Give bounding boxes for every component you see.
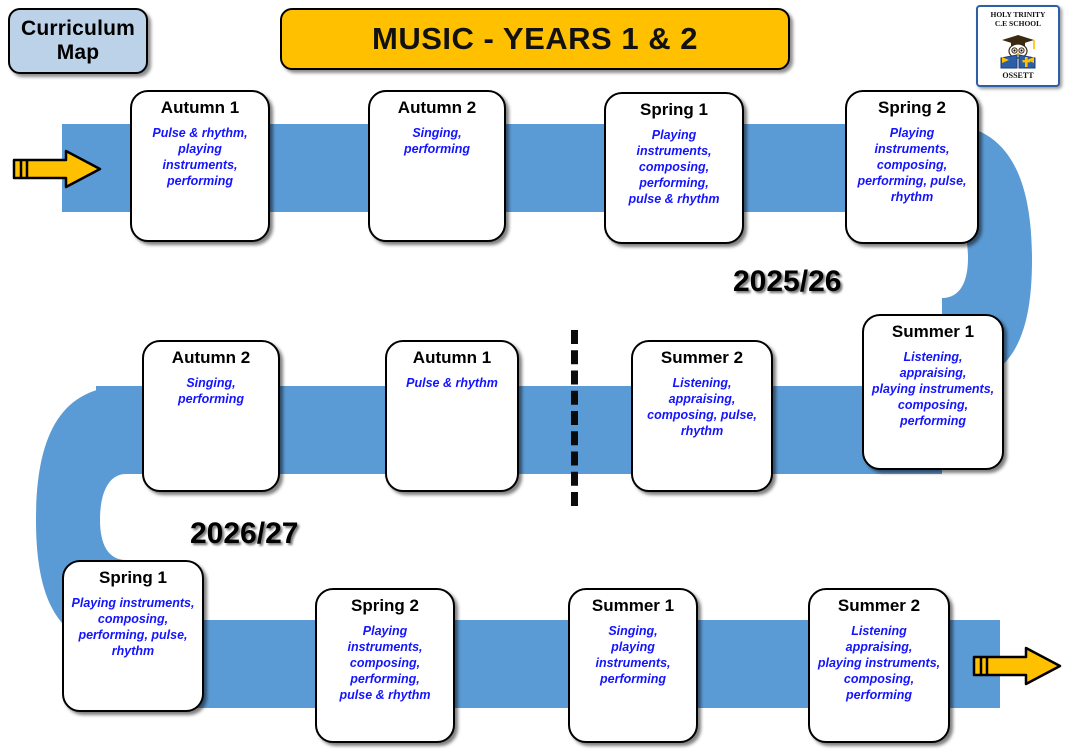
term-body: Singing,performing (178, 376, 244, 406)
term-body: Pulse & rhythm (406, 376, 498, 390)
term-title: Spring 1 (98, 568, 167, 587)
term-card-r3c3[interactable]: Summer 1 Singing,playing instruments,per… (568, 588, 698, 743)
term-body: Singing,playing instruments,performing (595, 624, 671, 686)
term-card-r2c3[interactable]: Summer 2 Listening,appraising,composing,… (631, 340, 773, 492)
start-arrow (12, 149, 102, 189)
term-card-r2c2[interactable]: Autumn 1 Pulse & rhythm (385, 340, 519, 492)
term-body: Listening,appraising,playing instruments… (871, 350, 995, 428)
term-title: Spring 2 (877, 98, 946, 117)
logo-line2: C.E SCHOOL (994, 18, 1042, 28)
term-card-r1c3[interactable]: Spring 1 Playing instruments,composing,p… (604, 92, 744, 244)
term-title: Spring 1 (639, 100, 708, 119)
curriculum-map-line2: Map (56, 41, 100, 64)
term-card-r1c1[interactable]: Autumn 1 Pulse & rhythm,playing instrume… (130, 90, 270, 242)
term-title: Autumn 2 (171, 348, 251, 367)
logo-line3: OSSETT (1002, 71, 1034, 80)
curriculum-map-badge: Curriculum Map (8, 8, 148, 74)
term-card-r3c4[interactable]: Summer 2 Listening appraising,playing in… (808, 588, 950, 743)
term-body: Playing instruments,composing,performing… (71, 596, 195, 658)
year-divider (571, 330, 578, 506)
term-body: Listening,appraising,composing, pulse,rh… (647, 376, 757, 438)
term-title: Summer 1 (891, 322, 975, 341)
end-arrow (972, 646, 1062, 686)
term-body: Playing instruments,composing,performing… (628, 128, 720, 206)
term-card-r3c2[interactable]: Spring 2 Playing instruments,composing,p… (315, 588, 455, 743)
year-label-2025-26: 2025/26 (733, 265, 842, 298)
term-title: Summer 2 (837, 596, 921, 615)
curriculum-map-line1: Curriculum (20, 17, 135, 40)
year-label-2026-27: 2026/27 (190, 517, 299, 550)
term-title: Summer 2 (660, 348, 744, 367)
term-body: Playing instruments,composing,performing… (339, 624, 431, 702)
logo-line1: HOLY TRINITY (990, 10, 1046, 19)
term-body: Singing,performing (404, 126, 470, 156)
term-body: Playing instruments,composing,performing… (857, 126, 967, 204)
owl-graduate-with-book-icon (1000, 35, 1036, 69)
term-body: Listening appraising,playing instruments… (817, 624, 941, 702)
term-card-r1c2[interactable]: Autumn 2 Singing,performing (368, 90, 506, 242)
term-card-r3c1[interactable]: Spring 1 Playing instruments,composing,p… (62, 560, 204, 712)
term-card-r2c1[interactable]: Autumn 2 Singing,performing (142, 340, 280, 492)
school-logo: HOLY TRINITY C.E SCHOOL OSSETT (976, 5, 1060, 87)
term-title: Autumn 2 (397, 98, 477, 117)
term-title: Summer 1 (591, 596, 675, 615)
term-body: Pulse & rhythm,playing instruments,perfo… (152, 126, 248, 188)
page-title: MUSIC - YEARS 1 & 2 (280, 8, 790, 70)
term-title: Autumn 1 (412, 348, 492, 367)
term-title: Spring 2 (350, 596, 419, 615)
term-card-r1c4[interactable]: Spring 2 Playing instruments,composing,p… (845, 90, 979, 244)
term-card-r2c4[interactable]: Summer 1 Listening,appraising,playing in… (862, 314, 1004, 470)
term-title: Autumn 1 (160, 98, 240, 117)
